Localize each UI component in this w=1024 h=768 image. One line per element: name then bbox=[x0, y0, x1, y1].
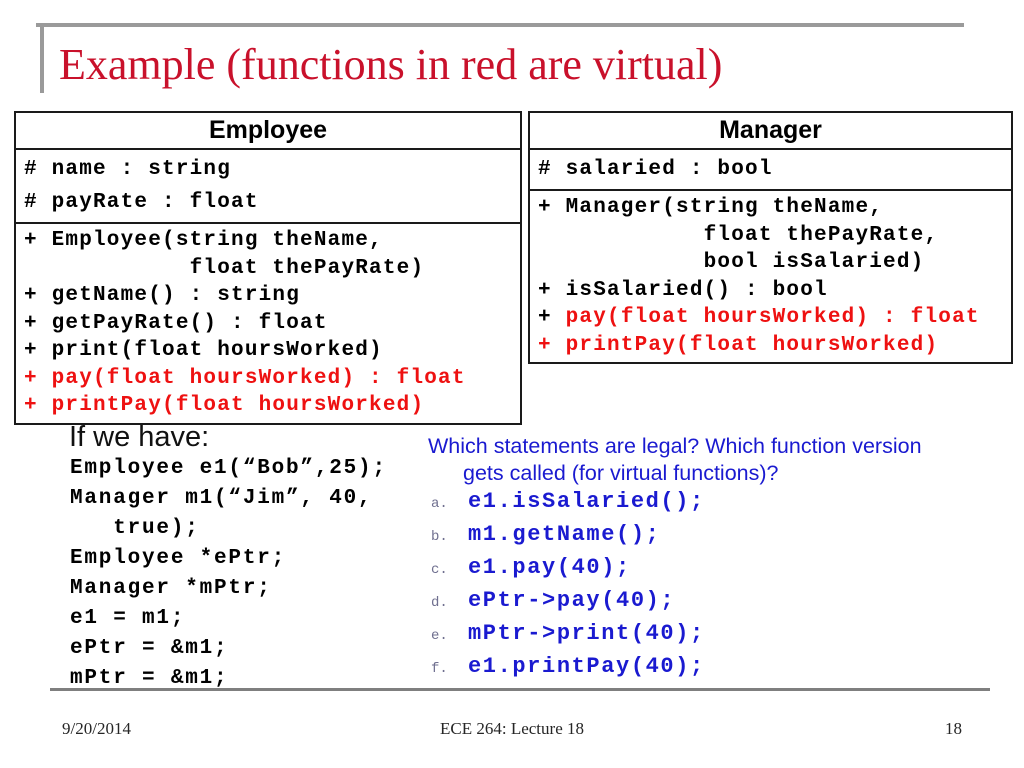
answer-item: e. mPtr->print(40); bbox=[431, 621, 705, 654]
footer-page-number: 18 bbox=[945, 719, 962, 738]
function-text: + Employee(string theName, bbox=[24, 229, 383, 252]
answer-item: a. e1.isSalaried(); bbox=[431, 489, 705, 522]
code-block: Employee e1(“Bob”,25); Manager m1(“Jim”, … bbox=[70, 453, 387, 693]
answer-marker: f. bbox=[431, 661, 448, 677]
top-rule bbox=[36, 23, 964, 27]
uml-method-line: + print(float hoursWorked) bbox=[24, 337, 520, 365]
uml-attribute-line: # salaried : bool bbox=[538, 158, 773, 181]
uml-class-name: Employee bbox=[16, 113, 520, 150]
answer-code: e1.printPay(40); bbox=[468, 654, 705, 679]
code-line: Employee e1(“Bob”,25); bbox=[70, 457, 387, 480]
virtual-function-text: + pay(float hoursWorked) : float bbox=[24, 366, 466, 390]
code-line: e1 = m1; bbox=[70, 607, 186, 630]
uml-method-line: bool isSalaried) bbox=[538, 249, 1011, 277]
code-line: Manager m1(“Jim”, 40, bbox=[70, 487, 373, 510]
answer-code: e1.pay(40); bbox=[468, 555, 631, 580]
uml-attributes: # name : string # payRate : float bbox=[16, 150, 520, 224]
uml-attribute-line: # name : string bbox=[24, 158, 232, 181]
uml-class-employee: Employee # name : string # payRate : floa… bbox=[14, 111, 522, 425]
question-line-1: Which statements are legal? Which functi… bbox=[428, 434, 922, 458]
title-accent-line bbox=[40, 23, 44, 93]
footer: 9/20/2014 ECE 264: Lecture 18 18 bbox=[0, 719, 1024, 749]
uml-method-line: + Manager(string theName, bbox=[538, 194, 1011, 222]
slide-title: Example (functions in red are virtual) bbox=[59, 40, 723, 89]
uml-method-line: + printPay(float hoursWorked) bbox=[538, 332, 1011, 360]
uml-attribute-line: # payRate : float bbox=[24, 191, 259, 214]
code-line: mPtr = &m1; bbox=[70, 667, 229, 690]
code-line: Employee *ePtr; bbox=[70, 547, 287, 570]
answer-item: c. e1.pay(40); bbox=[431, 555, 705, 588]
answer-item: f. e1.printPay(40); bbox=[431, 654, 705, 687]
uml-attributes: # salaried : bool bbox=[530, 150, 1011, 191]
uml-method-line: + isSalaried() : bool bbox=[538, 277, 1011, 305]
if-we-have-heading: If we have: bbox=[69, 421, 210, 453]
answer-item: d. ePtr->pay(40); bbox=[431, 588, 705, 621]
question-line-2: gets called (for virtual functions)? bbox=[463, 461, 779, 485]
function-text: bool isSalaried) bbox=[538, 251, 925, 274]
function-text: + getName() : string bbox=[24, 284, 301, 307]
answer-code: ePtr->pay(40); bbox=[468, 588, 676, 613]
function-text: float thePayRate, bbox=[538, 223, 939, 247]
footer-date: 9/20/2014 bbox=[62, 719, 131, 738]
answer-marker: b. bbox=[431, 529, 448, 545]
answer-code: m1.getName(); bbox=[468, 522, 661, 547]
function-text: + getPayRate() : float bbox=[24, 311, 328, 335]
uml-method-line: + pay(float hoursWorked) : float bbox=[538, 304, 1011, 332]
answer-marker: d. bbox=[431, 595, 448, 611]
uml-method-line: + getName() : string bbox=[24, 282, 520, 310]
function-text: + print(float hoursWorked) bbox=[24, 339, 383, 362]
uml-methods: + Manager(string theName, float thePayRa… bbox=[530, 191, 1011, 362]
answer-list: a. e1.isSalaried(); b. m1.getName(); c. e1.pa… bbox=[431, 489, 705, 687]
uml-method-line: + Employee(string theName, bbox=[24, 227, 520, 255]
answer-code: e1.isSalaried(); bbox=[468, 489, 705, 514]
uml-method-line: float thePayRate) bbox=[24, 255, 520, 283]
answer-marker: a. bbox=[431, 496, 448, 512]
code-line: ePtr = &m1; bbox=[70, 637, 229, 660]
answer-code: mPtr->print(40); bbox=[468, 621, 705, 646]
function-text: + Manager(string theName, bbox=[538, 196, 884, 219]
code-line: Manager *mPtr; bbox=[70, 577, 272, 600]
answer-item: b. m1.getName(); bbox=[431, 522, 705, 555]
uml-method-line: + pay(float hoursWorked) : float bbox=[24, 365, 520, 393]
function-text: + bbox=[538, 306, 566, 329]
virtual-function-text: + printPay(float hoursWorked) bbox=[24, 394, 425, 417]
uml-class-name: Manager bbox=[530, 113, 1011, 150]
footer-rule bbox=[50, 688, 990, 691]
uml-method-line: + getPayRate() : float bbox=[24, 310, 520, 338]
footer-course: ECE 264: Lecture 18 bbox=[440, 719, 584, 738]
uml-class-manager: Manager # salaried : bool + Manager(stri… bbox=[528, 111, 1013, 364]
code-line: true); bbox=[70, 517, 200, 540]
uml-method-line: + printPay(float hoursWorked) bbox=[24, 392, 520, 420]
answer-marker: c. bbox=[431, 562, 448, 578]
function-text: float thePayRate) bbox=[24, 256, 425, 280]
question-text: Which statements are legal? Which functi… bbox=[428, 433, 988, 487]
uml-method-line: float thePayRate, bbox=[538, 222, 1011, 250]
uml-methods: + Employee(string theName, float thePayR… bbox=[16, 224, 520, 423]
function-text: + isSalaried() : bool bbox=[538, 278, 828, 302]
virtual-function-text: pay(float hoursWorked) : float bbox=[565, 306, 980, 329]
virtual-function-text: + printPay(float hoursWorked) bbox=[538, 333, 939, 357]
answer-marker: e. bbox=[431, 628, 448, 644]
